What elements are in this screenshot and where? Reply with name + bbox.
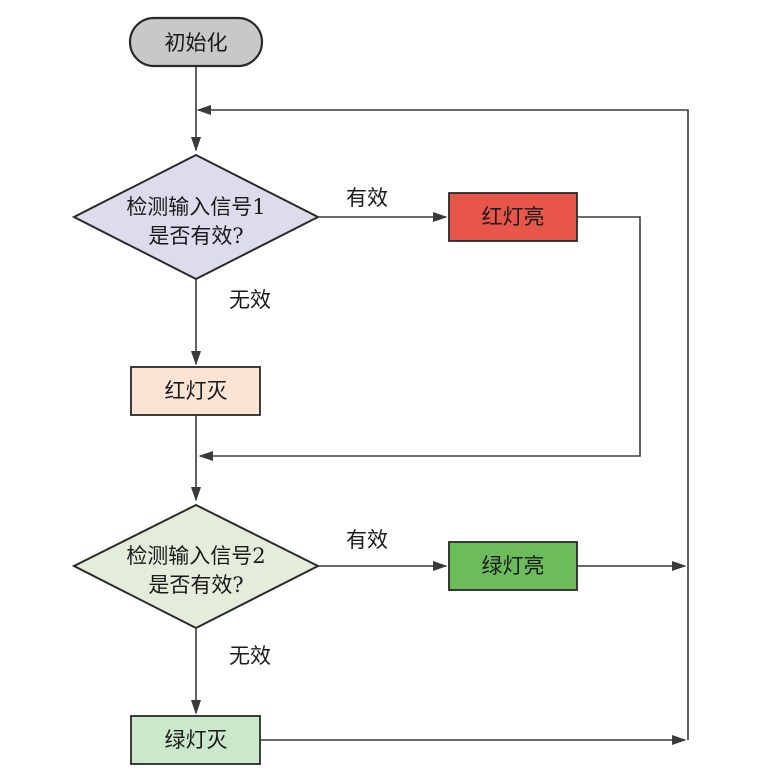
- red-off-label: 红灯灭: [165, 379, 228, 403]
- green-off-node: [130, 715, 261, 765]
- green-on-node: [448, 541, 578, 591]
- edge-label-invalid-1: 无效: [229, 288, 271, 312]
- edge-label-valid-2: 有效: [346, 528, 388, 552]
- init-label: 初始化: [165, 31, 228, 55]
- check1-label-line1: 检测输入信号1: [126, 195, 265, 219]
- green-on-label: 绿灯亮: [482, 554, 545, 578]
- check2-label-line2: 是否有效?: [148, 573, 243, 597]
- edge-label-valid-1: 有效: [346, 186, 388, 210]
- edge-red-on-to-merge: [198, 216, 641, 462]
- red-on-label: 红灯亮: [482, 205, 545, 229]
- check2-label-line1: 检测输入信号2: [126, 544, 265, 568]
- red-on-node: [448, 192, 578, 242]
- edge-loop-return: [196, 104, 689, 740]
- check1-label-line2: 是否有效?: [148, 224, 243, 248]
- edge-label-invalid-2: 无效: [229, 644, 271, 668]
- green-off-label: 绿灯灭: [165, 728, 228, 752]
